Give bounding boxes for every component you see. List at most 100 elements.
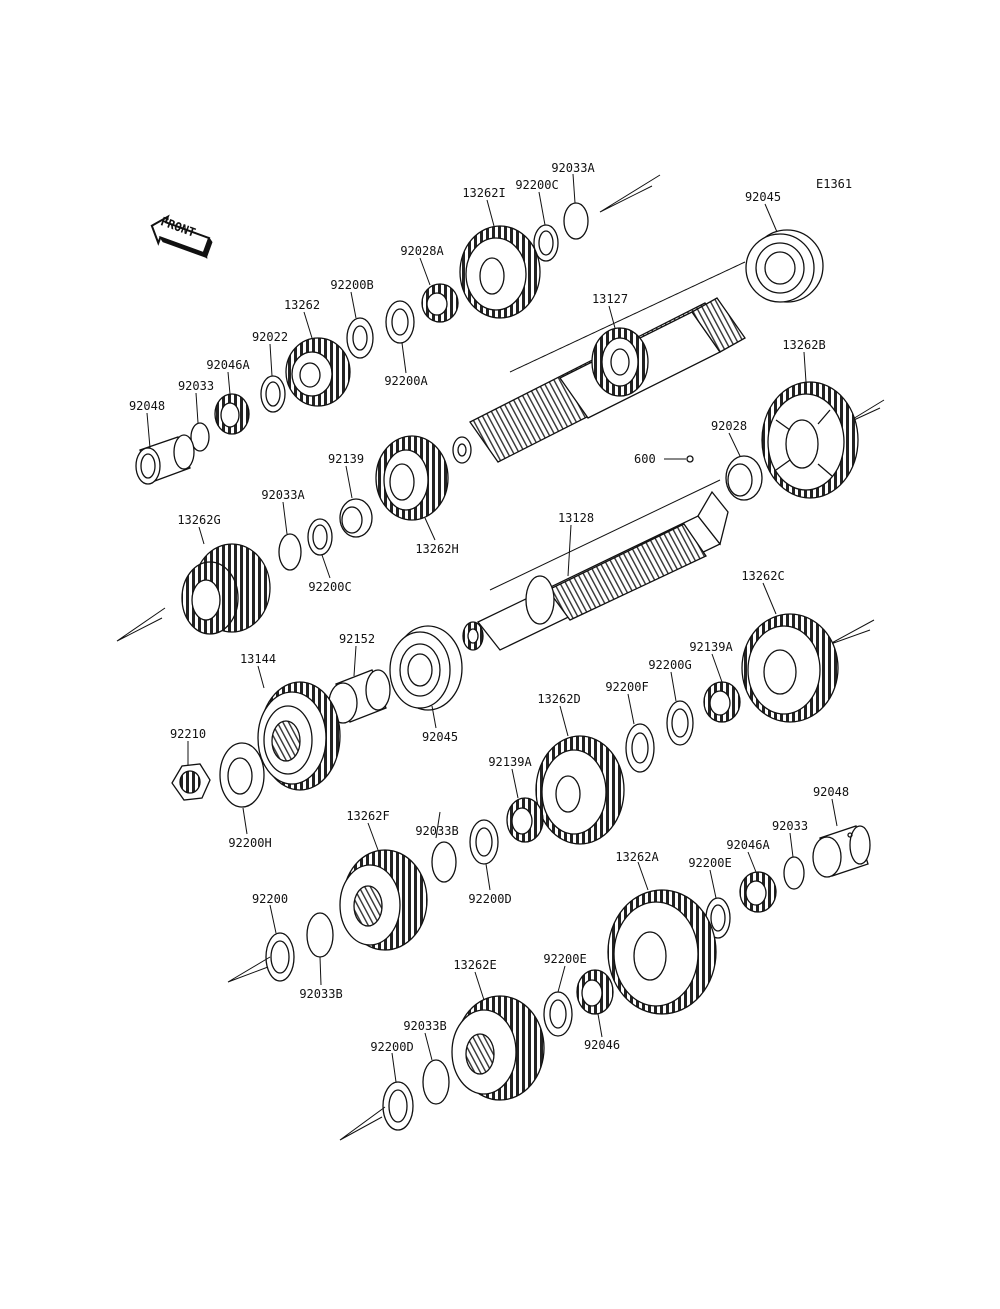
gear-13262 bbox=[285, 337, 351, 407]
washer-92200A bbox=[385, 300, 415, 344]
collar-92048-bottom bbox=[812, 825, 871, 878]
front-arrow-icon bbox=[150, 214, 213, 259]
circlip-92033B-left bbox=[306, 912, 334, 958]
washer-92022 bbox=[260, 375, 286, 413]
label-92028A[interactable]: 92028A bbox=[400, 244, 444, 258]
label-92139A-right[interactable]: 92139A bbox=[689, 640, 733, 654]
diagram-code: E1361 bbox=[816, 177, 853, 191]
sprocket-13144 bbox=[257, 681, 341, 791]
label-92033A-mid[interactable]: 92033A bbox=[261, 488, 305, 502]
axis-leader-lines bbox=[116, 174, 885, 1141]
label-92033B-bottom[interactable]: 92033B bbox=[403, 1019, 447, 1033]
gear-13262H bbox=[375, 435, 449, 521]
label-13262B[interactable]: 13262B bbox=[782, 338, 826, 352]
label-13262H[interactable]: 13262H bbox=[415, 542, 459, 556]
steel-ball-600 bbox=[686, 455, 694, 463]
label-92200A[interactable]: 92200A bbox=[384, 374, 428, 388]
collar-92152 bbox=[328, 669, 391, 724]
needle-bearing-92046A-bottom bbox=[739, 871, 777, 913]
label-13262A[interactable]: 13262A bbox=[615, 850, 659, 864]
label-13262D[interactable]: 13262D bbox=[537, 692, 581, 706]
label-92200[interactable]: 92200 bbox=[251, 892, 289, 906]
label-92200E-bottom[interactable]: 92200E bbox=[543, 952, 587, 966]
washer-92200B bbox=[346, 317, 374, 359]
label-13262C[interactable]: 13262C bbox=[741, 569, 785, 583]
circlip-92033A-mid bbox=[278, 533, 302, 571]
needle-bearing-92028A bbox=[421, 283, 459, 323]
label-13144[interactable]: 13144 bbox=[239, 652, 277, 666]
washer-92200 bbox=[265, 932, 295, 982]
needle-bearing-92028 bbox=[725, 455, 763, 501]
washer-92200G bbox=[666, 700, 694, 746]
label-13262F[interactable]: 13262F bbox=[346, 809, 390, 823]
gear-13127 bbox=[591, 327, 649, 397]
label-92210[interactable]: 92210 bbox=[169, 727, 207, 741]
needle-bearing-92139A-mid bbox=[506, 797, 544, 843]
collar-92048-top bbox=[135, 434, 195, 485]
label-92200B[interactable]: 92200B bbox=[330, 278, 374, 292]
label-92033-top[interactable]: 92033 bbox=[177, 379, 215, 393]
gear-13262A bbox=[607, 889, 717, 1015]
label-92200D-mid[interactable]: 92200D bbox=[468, 892, 512, 906]
label-92045-top[interactable]: 92045 bbox=[744, 190, 782, 204]
bearing-92045-mid bbox=[389, 625, 463, 711]
bushing-92139 bbox=[339, 498, 373, 538]
label-13128[interactable]: 13128 bbox=[557, 511, 595, 525]
needle-bearing-92046A-top bbox=[214, 393, 250, 435]
label-leader-lines bbox=[146, 173, 838, 1083]
label-92139A-mid[interactable]: 92139A bbox=[488, 755, 532, 769]
label-92200D-bottom[interactable]: 92200D bbox=[370, 1040, 414, 1054]
gear-13262G bbox=[181, 543, 271, 635]
label-92022[interactable]: 92022 bbox=[251, 330, 289, 344]
label-92033-bottom[interactable]: 92033 bbox=[771, 819, 809, 833]
label-92045-mid[interactable]: 92045 bbox=[421, 730, 459, 744]
circlip-92033B-bottom bbox=[422, 1059, 450, 1105]
label-92152[interactable]: 92152 bbox=[338, 632, 376, 646]
label-600[interactable]: 600 bbox=[634, 452, 656, 466]
label-92200C-mid[interactable]: 92200C bbox=[308, 580, 352, 594]
label-92046A-top[interactable]: 92046A bbox=[206, 358, 250, 372]
gear-13262D bbox=[535, 735, 625, 845]
label-92200H[interactable]: 92200H bbox=[228, 836, 272, 850]
label-13262E[interactable]: 13262E bbox=[453, 958, 497, 972]
label-92046[interactable]: 92046 bbox=[583, 1038, 621, 1052]
washer-92200C-top bbox=[533, 224, 559, 262]
needle-bearing-92046 bbox=[576, 969, 614, 1015]
washer-92200D-bottom bbox=[382, 1081, 414, 1131]
nut-92210 bbox=[171, 763, 211, 801]
circlip-92033A-top bbox=[563, 202, 589, 240]
label-13262[interactable]: 13262 bbox=[283, 298, 321, 312]
label-92028[interactable]: 92028 bbox=[710, 419, 748, 433]
label-92139[interactable]: 92139 bbox=[327, 452, 365, 466]
washer-92200C-mid bbox=[307, 518, 333, 556]
label-92048-bottom[interactable]: 92048 bbox=[812, 785, 850, 799]
shaft-13128 bbox=[462, 490, 729, 651]
bearing-92045-top bbox=[745, 229, 824, 303]
label-92200C-top[interactable]: 92200C bbox=[515, 178, 559, 192]
label-13262G[interactable]: 13262G bbox=[177, 513, 221, 527]
label-92033B-mid[interactable]: 92033B bbox=[415, 824, 459, 838]
circlip-92033-bottom bbox=[783, 856, 805, 890]
circlip-92033B-mid bbox=[431, 841, 457, 883]
label-13127[interactable]: 13127 bbox=[591, 292, 629, 306]
gear-13262E bbox=[451, 995, 545, 1101]
circlip-92033-top bbox=[190, 422, 210, 452]
washer-92200D-mid bbox=[469, 819, 499, 865]
gear-13262B bbox=[761, 381, 859, 499]
gear-13262F bbox=[339, 849, 428, 951]
needle-bearing-92139A-right bbox=[703, 681, 741, 723]
label-92033A-top[interactable]: 92033A bbox=[551, 161, 595, 175]
label-92200F[interactable]: 92200F bbox=[605, 680, 649, 694]
washer-92200E-bottom bbox=[543, 991, 573, 1037]
label-92033B-left[interactable]: 92033B bbox=[299, 987, 343, 1001]
gear-13262C bbox=[741, 613, 839, 723]
label-92048-top[interactable]: 92048 bbox=[128, 399, 166, 413]
label-92046A-bottom[interactable]: 92046A bbox=[726, 838, 770, 852]
label-92200G[interactable]: 92200G bbox=[648, 658, 692, 672]
gear-13262I bbox=[459, 225, 541, 319]
washer-92200F bbox=[625, 723, 655, 773]
label-92200E-right[interactable]: 92200E bbox=[688, 856, 732, 870]
label-13262I[interactable]: 13262I bbox=[462, 186, 506, 200]
